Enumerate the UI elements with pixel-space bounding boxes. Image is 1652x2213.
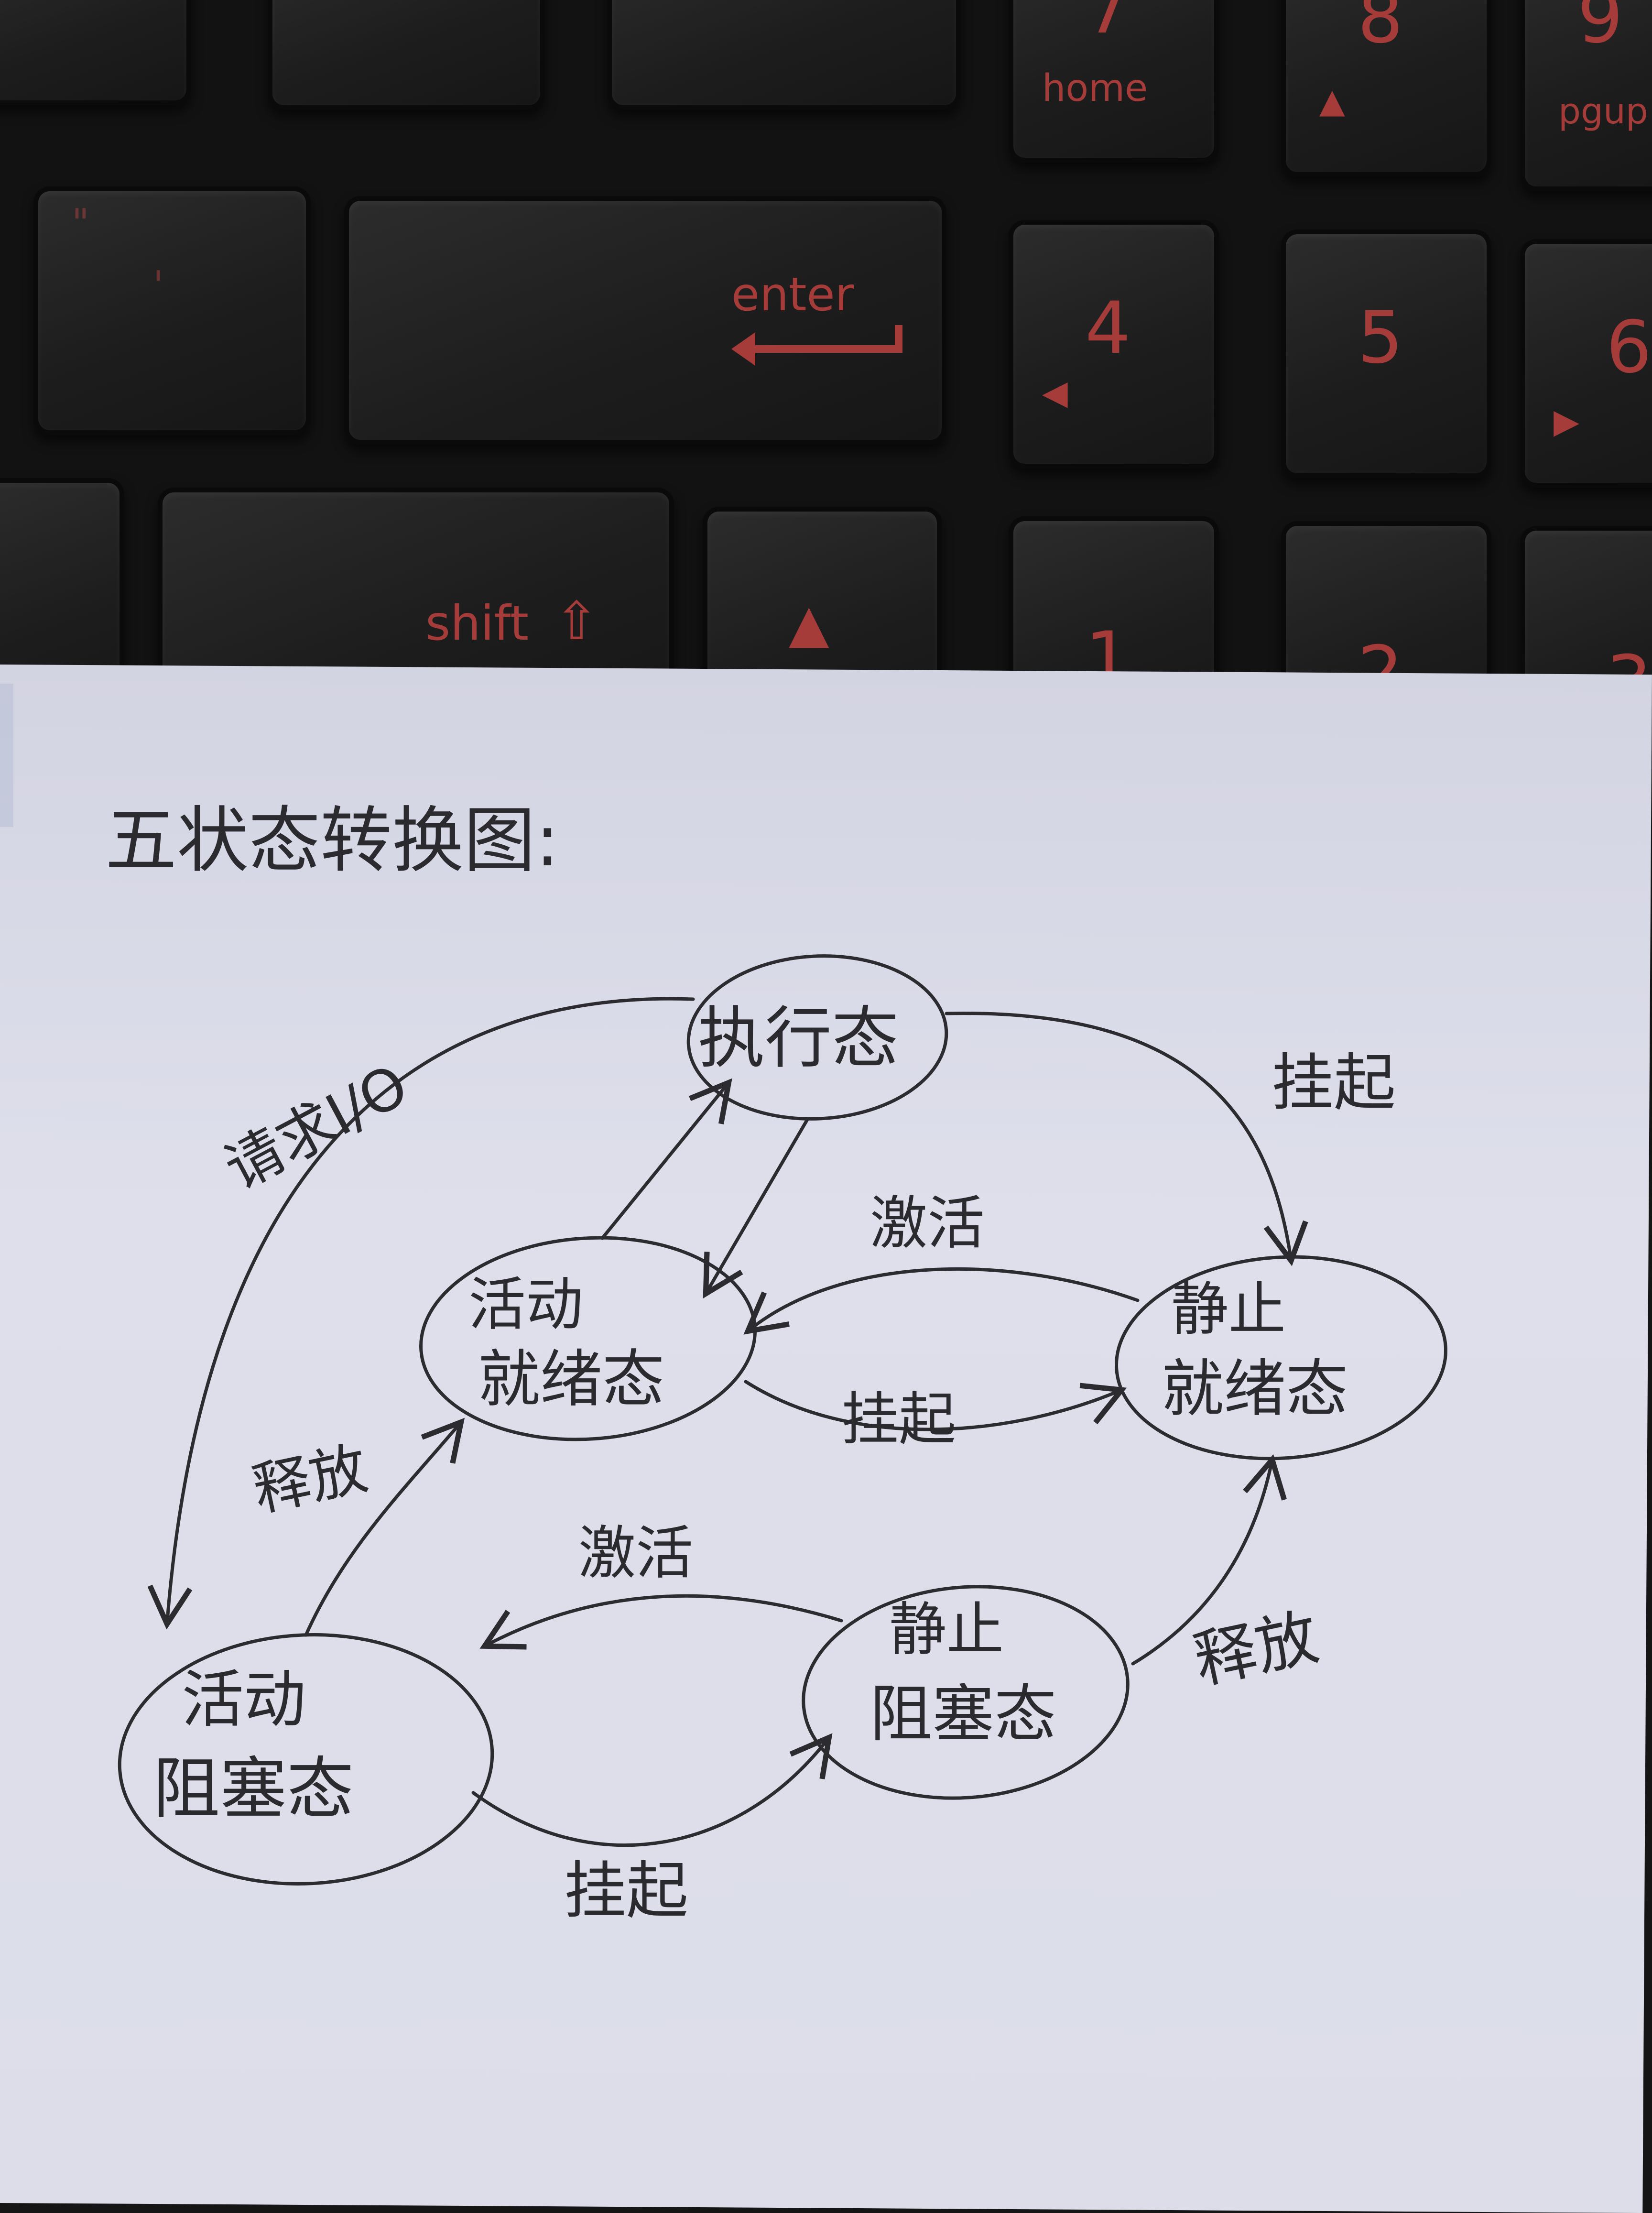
laptop-keyboard: 7 home 8 ▲ 9 pgup " ' enter 4 ◀ 5 6 ▶ sh… (0, 0, 1652, 755)
arrow-activate-ready (743, 1267, 1140, 1335)
arrow-suspend-ready (744, 1380, 1127, 1431)
key-num5-label: 5 (1358, 296, 1403, 380)
label-activate-blocked: 激活 (578, 1520, 693, 1587)
key-num6-label: 6 (1606, 306, 1652, 389)
key-home-label: home (1042, 67, 1148, 110)
state-running-node (686, 954, 948, 1121)
key-num4-label: 4 (1085, 287, 1131, 370)
key-enter: enter (344, 196, 946, 445)
state-active-blocked-line1: 活动 (182, 1663, 306, 1736)
arrow-dispatch (600, 1078, 732, 1240)
key-num8: 8 ▲ (1281, 0, 1491, 177)
state-active-blocked-line2: 阻塞态 (153, 1750, 354, 1828)
key-top-1 (0, 0, 191, 105)
arrow-timeout (703, 1117, 810, 1299)
state-active-ready-line1: 活动 (468, 1272, 583, 1338)
state-running-label: 执行态 (698, 1000, 899, 1078)
key-num8-label: 8 (1358, 0, 1403, 59)
arrow-release-static (1131, 1454, 1287, 1666)
key-num5: 5 (1281, 229, 1491, 478)
key-num7: 7 home (1009, 0, 1219, 163)
key-apostrophe: " ' (33, 186, 311, 435)
enter-arrow-icon (731, 325, 902, 366)
key-num9: 9 pgup (1520, 0, 1652, 191)
state-static-ready-line1: 静止 (1171, 1276, 1286, 1343)
state-active-ready-node (419, 1236, 757, 1441)
key-apostrophe-glyph-2: ' (153, 263, 163, 307)
key-num9-label: 9 (1577, 0, 1623, 59)
label-suspend-ready: 挂起 (841, 1386, 956, 1453)
key-enter-label: enter (731, 268, 854, 321)
state-static-blocked-line1: 静止 (889, 1597, 1004, 1663)
arrow-activate-blocked (479, 1594, 843, 1650)
up-arrow-icon: ▲ (1319, 81, 1345, 120)
up-arrow-key-icon: ▲ (789, 593, 829, 654)
key-num4: 4 ◀ (1009, 220, 1219, 469)
state-static-blocked-line2: 阻塞态 (870, 1678, 1056, 1750)
key-num7-label: 7 (1085, 0, 1131, 50)
label-suspend-blocked: 挂起 (564, 1854, 688, 1927)
state-static-ready-line2: 就绪态 (1162, 1352, 1348, 1425)
label-release-active: 释放 (247, 1436, 373, 1525)
state-static-blocked-node (802, 1585, 1130, 1800)
label-request-io: 请求I/O (214, 1052, 419, 1202)
key-apostrophe-glyph: " (72, 201, 89, 245)
key-pgup-label: pgup (1558, 91, 1648, 132)
state-transition-diagram: 五状态转换图: 执行态 活动 就绪态 静止 就绪态 活动 阻塞态 静止 阻塞态 … (105, 799, 1447, 1927)
arrow-release-active (304, 1417, 465, 1637)
label-activate-ready: 激活 (870, 1190, 985, 1257)
key-shift-label: shift (425, 595, 529, 651)
shift-arrow-icon: ⇧ (554, 590, 599, 652)
diagram-title: 五状态转换图: (105, 799, 560, 883)
key-top-3 (607, 0, 961, 110)
arrow-suspend-running (945, 1012, 1308, 1266)
label-release-static: 释放 (1188, 1601, 1325, 1698)
right-arrow-icon: ▶ (1554, 402, 1579, 441)
key-top-2 (268, 0, 545, 110)
label-suspend-running: 挂起 (1272, 1047, 1396, 1119)
left-arrow-icon: ◀ (1042, 373, 1068, 412)
state-active-ready-line2: 就绪态 (478, 1343, 664, 1416)
arrow-request-io (147, 997, 695, 1630)
state-active-blocked-node (118, 1633, 494, 1886)
paper-edge-shadow (0, 684, 13, 827)
key-num6: 6 ▶ (1520, 239, 1652, 488)
arrow-suspend-blocked (471, 1733, 833, 1847)
